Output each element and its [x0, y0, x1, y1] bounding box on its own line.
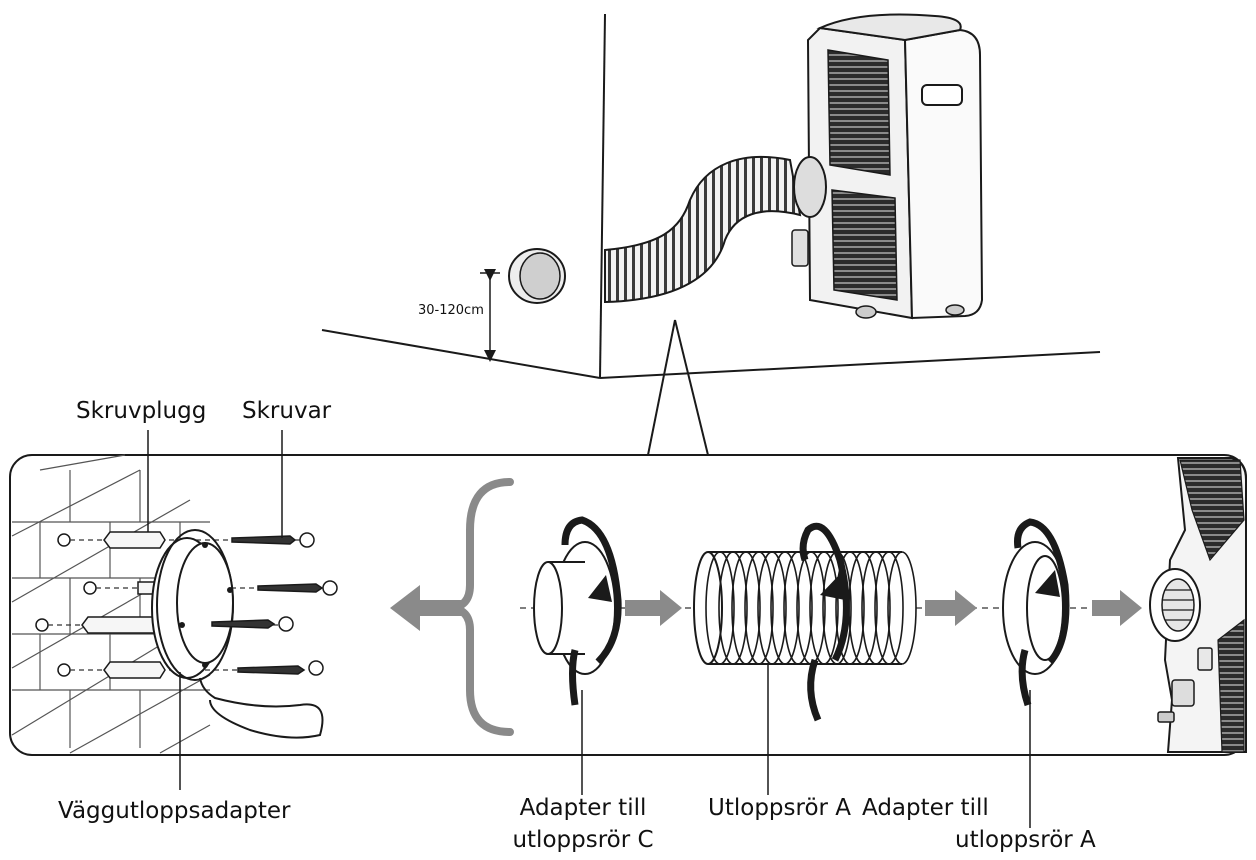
height-range-label: 30-120cm — [418, 303, 484, 318]
adapter-a-label-line2: utloppsrör A — [955, 827, 1096, 853]
adapter-c-label-line2: utloppsrör C — [512, 827, 654, 853]
height-dimension — [480, 269, 500, 362]
adapter-a-icon — [1002, 518, 1070, 707]
detail-panel — [9, 430, 1247, 828]
wall-outlet-adapter-label: Väggutloppsadapter — [58, 798, 291, 824]
exhaust-pipe-a-label: Utloppsrör A — [708, 795, 852, 821]
callout-line-left — [647, 319, 676, 456]
label-leaders — [147, 430, 1031, 828]
left-arrow-icon — [390, 585, 462, 631]
wall-outlet-adapter-icon — [151, 529, 324, 739]
right-arrow-2-icon — [925, 590, 977, 626]
screws-icon — [211, 532, 338, 676]
wall-plug-label: Skruvplugg — [76, 398, 207, 424]
room-scene — [321, 13, 1101, 456]
wall-holes — [35, 533, 97, 677]
exhaust-hose-icon — [604, 156, 802, 304]
portable-ac-unit-icon — [791, 13, 984, 320]
callout-line-right — [674, 319, 709, 456]
screws-label: Skruvar — [242, 398, 332, 424]
right-arrow-3-icon — [1092, 590, 1142, 626]
right-arrow-1-icon — [625, 590, 682, 626]
adapter-c-label-line1: Adapter till — [519, 795, 647, 821]
wall-corner-line — [599, 13, 606, 379]
adapter-c-icon — [533, 516, 622, 706]
floor-line-right — [599, 351, 1101, 379]
floor-line-left — [321, 329, 601, 379]
wall-outlet-icon — [508, 248, 566, 304]
bracket-icon — [449, 478, 514, 736]
adapter-a-label-line1: Adapter till — [862, 795, 989, 821]
unit-back-detail-icon — [1149, 457, 1247, 753]
exhaust-pipe-a-icon — [693, 522, 917, 722]
